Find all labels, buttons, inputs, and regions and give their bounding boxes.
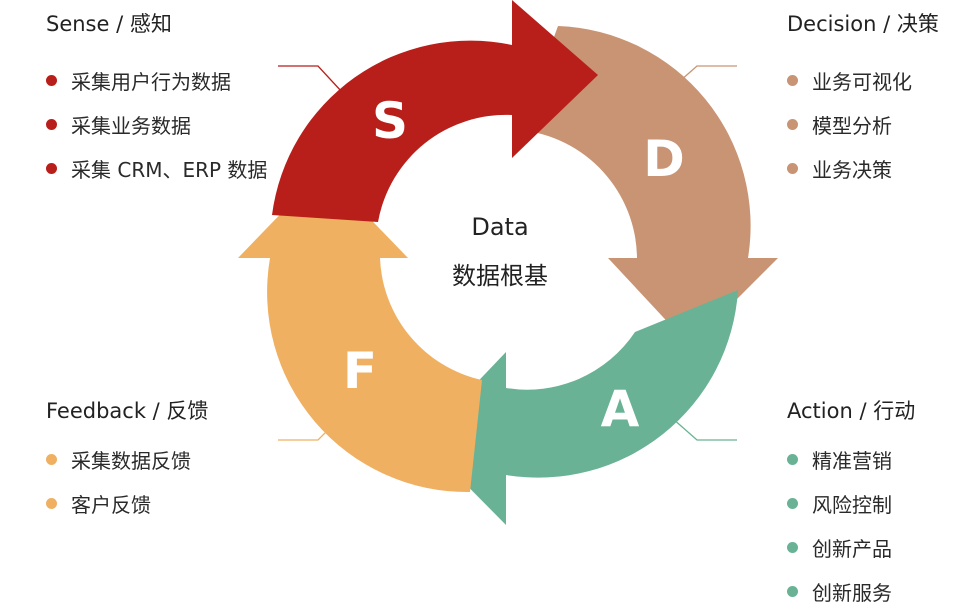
bullet-dot-icon [787,118,798,130]
action-panel: Action / 行动 精准营销 风险控制 创新产品 创新服务 [787,395,915,613]
sdaf-cycle-diagram: S D A F [238,0,778,525]
sense-arrow [272,0,598,222]
decision-item-label: 业务决策 [812,157,892,182]
feedback-item-label: 客户反馈 [71,492,151,517]
decision-item: 业务可视化 [787,58,939,102]
bullet-dot-icon [787,74,798,86]
decision-item-label: 业务可视化 [812,69,912,94]
decision-arrow [520,26,778,346]
sense-item-label: 采集 CRM、ERP 数据 [71,157,268,182]
action-item-label: 创新产品 [812,536,892,561]
feedback-title: Feedback / 反馈 [46,399,209,423]
decision-item-label: 模型分析 [812,113,892,138]
action-arrow [422,290,738,525]
bullet-dot-icon [46,162,57,174]
action-item: 创新产品 [787,525,915,569]
sense-item: 采集业务数据 [46,102,267,146]
decision-panel: Decision / 决策 业务可视化 模型分析 业务决策 [787,8,939,190]
decision-title: Decision / 决策 [787,12,939,36]
bullet-dot-icon [787,497,798,509]
sense-item-label: 采集业务数据 [71,113,191,138]
action-item: 精准营销 [787,437,915,481]
feedback-arrow [238,170,482,493]
decision-letter: D [643,130,685,188]
sense-item: 采集用户行为数据 [46,58,267,102]
action-item: 创新服务 [787,569,915,613]
decision-item: 业务决策 [787,146,939,190]
connector-action [671,417,737,441]
action-item: 风险控制 [787,481,915,525]
bullet-dot-icon [787,162,798,174]
bullet-dot-icon [787,453,798,465]
feedback-item: 客户反馈 [46,481,208,525]
bullet-dot-icon [46,497,57,509]
sense-item-label: 采集用户行为数据 [71,69,231,94]
sense-title: Sense / 感知 [46,12,172,36]
action-letter: A [601,380,640,438]
sense-panel: Sense / 感知 采集用户行为数据 采集业务数据 采集 CRM、ERP 数据 [46,8,267,190]
feedback-item: 采集数据反馈 [46,437,208,481]
feedback-item-label: 采集数据反馈 [71,448,191,473]
bullet-dot-icon [787,541,798,553]
action-item-label: 风险控制 [812,492,892,517]
decision-item: 模型分析 [787,102,939,146]
action-item-label: 精准营销 [812,448,892,473]
feedback-letter: F [343,342,377,400]
center-label-foundation: 数据根基 [452,262,548,290]
sense-item: 采集 CRM、ERP 数据 [46,146,267,190]
feedback-panel: Feedback / 反馈 采集数据反馈 客户反馈 [46,395,208,525]
action-title: Action / 行动 [787,399,916,423]
sense-letter: S [372,92,408,150]
bullet-dot-icon [46,118,57,130]
bullet-dot-icon [46,74,57,86]
connector-sense [278,65,343,93]
bullet-dot-icon [46,453,57,465]
action-item-label: 创新服务 [812,580,892,605]
bullet-dot-icon [787,585,798,597]
center-label-data: Data [471,213,529,241]
